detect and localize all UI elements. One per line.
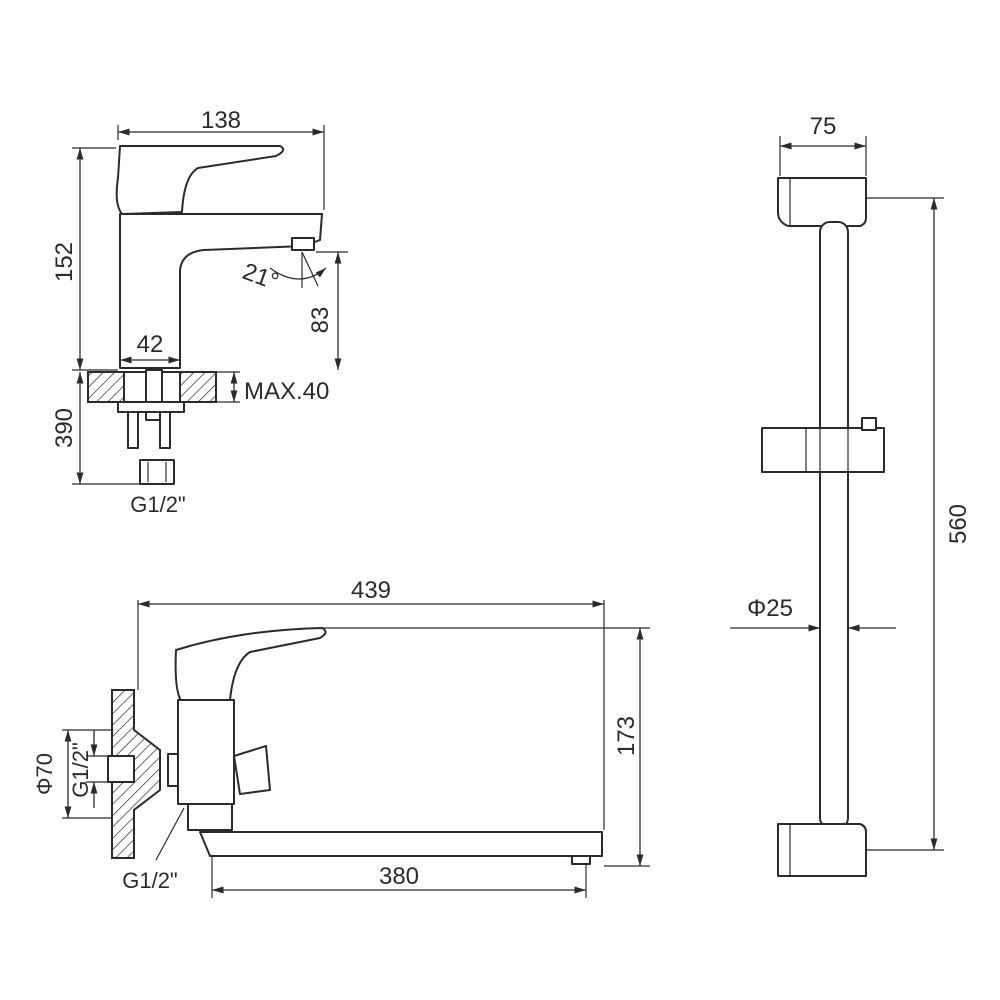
basin-aerator [291, 237, 315, 251]
bath-spout [199, 831, 603, 857]
rail-bottom-bracket [777, 823, 867, 877]
basin-height-label: 152 [51, 242, 78, 282]
bath-overall-length-label: 439 [351, 577, 391, 604]
bath-flange [107, 755, 135, 783]
bath-flange-diameter-label: Φ70 [32, 753, 57, 795]
bath-lower-nut [187, 803, 233, 831]
bath-spout-length-label: 380 [379, 863, 419, 890]
basin-mixer-view: 138 152 83 21° 42 MAX.40 390 G1/2" [51, 107, 348, 517]
shower-rail-view: 75 560 Φ25 [730, 113, 972, 877]
basin-thread-label: G1/2" [130, 492, 186, 517]
basin-max-thickness-label: MAX.40 [244, 378, 329, 405]
rail-slider [761, 427, 885, 473]
basin-hose-length-label: 390 [51, 408, 78, 448]
bath-mixer-view: 439 173 Φ70 G1/2" G1/2" 380 [32, 577, 650, 898]
bath-height-label: 173 [613, 716, 640, 756]
basin-connector [139, 459, 175, 485]
basin-base-width-label: 42 [137, 331, 164, 358]
rail-tube [819, 221, 849, 829]
bath-inlet-thread-label: G1/2" [68, 742, 93, 798]
rail-slider-button [861, 417, 877, 431]
basin-spout-height-label: 83 [307, 307, 334, 334]
basin-handle [115, 145, 285, 215]
basin-width-label: 138 [201, 107, 241, 134]
basin-angle-label: 21° [239, 258, 282, 296]
rail-tube-diameter-label: Φ25 [747, 595, 793, 622]
bath-handle [174, 627, 327, 703]
bath-lower-thread-label: G1/2" [122, 868, 178, 893]
bath-body [177, 699, 235, 805]
rail-bracket-width-label: 75 [810, 113, 837, 140]
rail-length-label: 560 [945, 504, 972, 544]
rail-top-bracket [777, 177, 867, 227]
bath-diverter [233, 745, 271, 795]
bath-wall [111, 689, 161, 859]
